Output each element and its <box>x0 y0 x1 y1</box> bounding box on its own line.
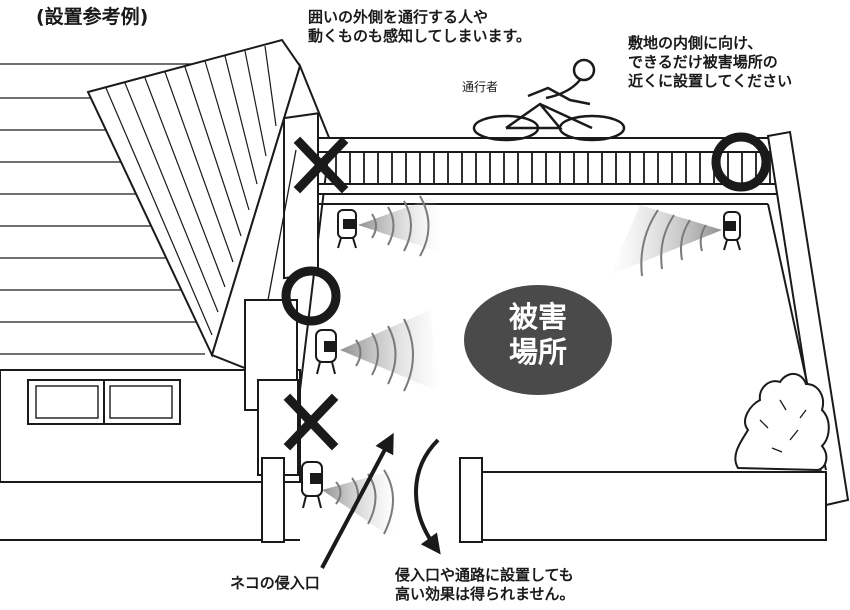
cat-path-arrows <box>320 432 441 569</box>
note-outside-line: 囲いの外側を通行する人や <box>308 8 489 26</box>
note-entrance-line: 侵入口や通路に設置しても <box>395 566 574 584</box>
cat-exit-arrow <box>414 438 441 555</box>
beam-entrance <box>322 470 395 540</box>
sensor-back-right <box>723 211 741 251</box>
note-entrance: 侵入口や通路に設置しても 高い効果は得られません。 <box>395 566 575 604</box>
note-entrance-line: 高い効果は得られません。 <box>395 584 575 603</box>
front-gate-post-left <box>261 457 285 543</box>
cyclist-illustration <box>472 58 626 142</box>
roof-lines <box>105 45 277 336</box>
note-inside: 敷地の内側に向け、 できるだけ被害場所の 近くに設置してください <box>628 34 792 90</box>
diagram-title: (設置参考例) <box>36 6 149 28</box>
passerby-label: 通行者 <box>462 80 499 94</box>
markers <box>281 132 771 451</box>
cat-entry-arrow <box>320 432 394 569</box>
note-outside: 囲いの外側を通行する人や 動くものも感知してしまいます。 <box>308 8 531 46</box>
beam-middle <box>340 310 440 392</box>
sensors <box>301 209 741 509</box>
house <box>0 38 332 483</box>
sensor-middle <box>315 329 337 375</box>
note-inside-line: 近くに設置してください <box>628 71 793 90</box>
damage-area-label: 被害 場所 <box>476 300 600 371</box>
cat-entrance-label: ネコの侵入口 <box>230 574 320 592</box>
bush <box>734 373 830 472</box>
sensor-entrance <box>301 461 323 509</box>
note-inside-line: できるだけ被害場所の <box>628 52 778 71</box>
front-gate-post-right <box>459 457 483 543</box>
yard <box>0 130 850 543</box>
note-inside-line: 敷地の内側に向け、 <box>628 34 763 52</box>
beam-back-left <box>358 195 440 252</box>
good-marker-back-right <box>711 132 771 192</box>
beam-back-right <box>610 205 722 275</box>
note-outside-line: 動くものも感知してしまいます。 <box>308 26 532 45</box>
damage-area-label-line: 場所 <box>508 335 567 370</box>
sensor-beams <box>322 195 722 540</box>
good-marker-middle <box>281 266 341 326</box>
bad-marker-back-left <box>293 136 349 194</box>
sensor-back-left <box>337 209 357 249</box>
damage-area <box>464 285 612 395</box>
damage-area-label-line: 被害 <box>508 300 567 334</box>
back-fence-rail <box>317 137 779 153</box>
bad-marker-entrance <box>283 393 339 451</box>
front-wall <box>469 471 827 541</box>
back-fence-pickets <box>335 152 771 184</box>
